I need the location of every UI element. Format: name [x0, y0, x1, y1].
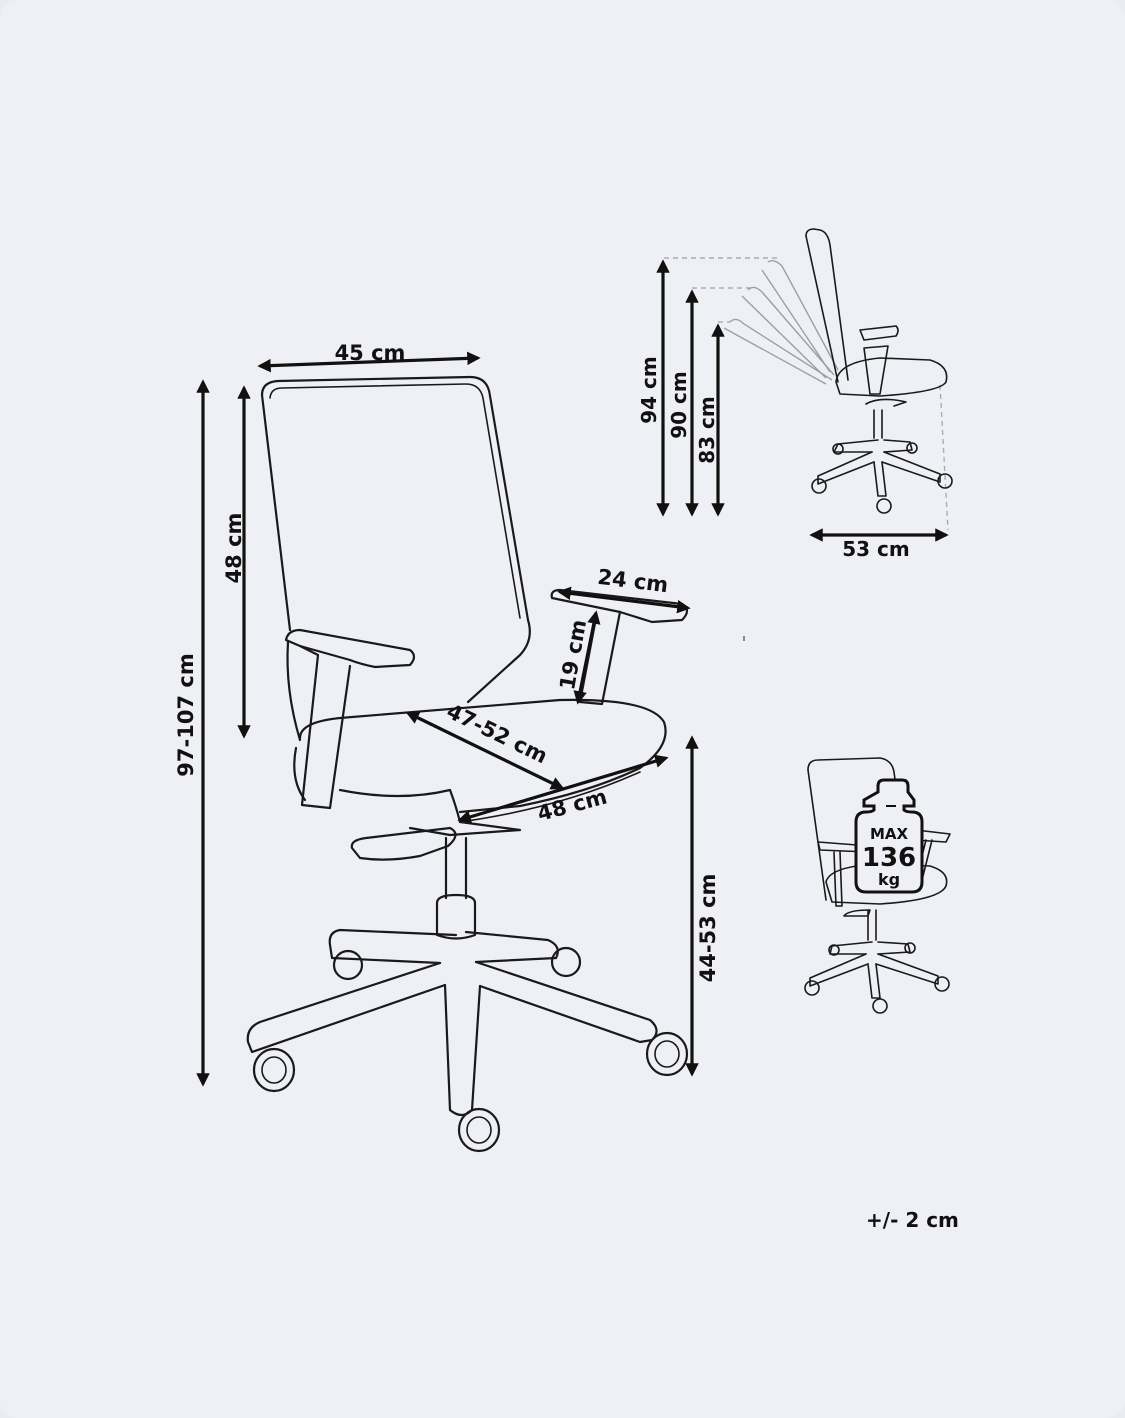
- arrow-armrest-height: [573, 610, 601, 705]
- arrow-backrest-width: [257, 351, 481, 373]
- label-recline-height-2: 90 cm: [667, 371, 691, 439]
- label-armrest-height: 19 cm: [555, 618, 591, 692]
- main-chair-drawing: [246, 375, 689, 1153]
- label-armrest-length: 24 cm: [596, 565, 669, 597]
- max-weight-icon: [854, 778, 924, 894]
- label-seat-height: 44-53 cm: [696, 874, 720, 983]
- label-recline-height-3: 83 cm: [695, 396, 719, 464]
- max-value: 136: [862, 843, 916, 873]
- label-recline-height-1: 94 cm: [637, 356, 661, 424]
- max-unit: kg: [878, 870, 900, 889]
- label-backrest-width: 45 cm: [335, 341, 406, 365]
- label-base-depth: 53 cm: [842, 537, 910, 561]
- recline-chair-drawing: [664, 228, 953, 531]
- label-seat-width: 48 cm: [535, 784, 610, 826]
- tolerance-note: +/- 2 cm: [866, 1208, 959, 1232]
- max-label: MAX: [870, 825, 909, 843]
- arrow-armrest-length: [557, 586, 691, 614]
- arrow-seat-width: [457, 754, 669, 824]
- label-total-height: 97-107 cm: [174, 653, 198, 776]
- label-backrest-height: 48 cm: [222, 513, 246, 584]
